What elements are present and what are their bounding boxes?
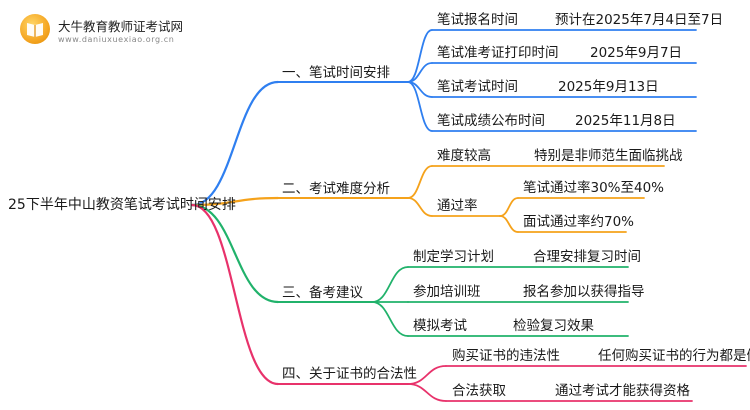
b3-item-3-value: 检验复习效果: [513, 318, 594, 334]
b2-sub-2-connector: [499, 215, 519, 233]
b4-item-2-value: 通过考试才能获得资格: [555, 383, 690, 399]
b3-item-3-label: 模拟考试: [413, 318, 467, 334]
branch-2-title: 二、考试难度分析: [282, 181, 390, 197]
root-to-branch-4-connector: [190, 203, 280, 386]
b1-child-4-connector: [407, 81, 433, 132]
site-logo: 大牛教育教师证考试网 www.daniuxuexiao.org.cn: [20, 10, 210, 50]
b1-item-2-label: 笔试准考证打印时间: [437, 45, 559, 61]
b1-item-4-value: 2025年11月8日: [575, 113, 676, 129]
b2-item-2-value-2: 面试通过率约70%: [523, 214, 635, 230]
b3-child-3-connector: [371, 301, 409, 337]
root-to-branch-2-connector: [190, 196, 280, 207]
root-to-branch-3-connector: [190, 203, 280, 304]
root-topic: 25下半年中山教资笔试考试时间安排: [8, 197, 236, 213]
b4-child-2-connector: [407, 383, 447, 402]
b1-item-1-label: 笔试报名时间: [437, 12, 518, 28]
b1-item-3-value: 2025年9月13日: [558, 79, 659, 95]
book-icon: [20, 14, 50, 44]
b2-child-1-connector: [407, 165, 433, 199]
b4-item-1-value: 任何购买证书的行为都是假的: [598, 348, 750, 364]
b1-child-1-connector: [407, 29, 433, 83]
root-to-branch-1-connector: [190, 80, 280, 207]
b2-child-2-connector: [407, 197, 433, 217]
b2-item-1-value: 特别是非师范生面临挑战: [534, 148, 683, 164]
b3-item-2-value: 报名参加以获得指导: [523, 284, 645, 300]
branch-3-title: 三、备考建议: [282, 285, 363, 301]
b3-item-1-value: 合理安排复习时间: [533, 249, 641, 265]
b1-item-1-value: 预计在2025年7月4日至7日: [555, 12, 724, 28]
b3-child-1-connector: [371, 266, 409, 303]
branch-4-title: 四、关于证书的合法性: [282, 366, 417, 382]
b2-item-2-value-1: 笔试通过率30%至40%: [523, 180, 665, 196]
b1-item-3-label: 笔试考试时间: [437, 79, 518, 95]
b1-item-2-value: 2025年9月7日: [590, 45, 683, 61]
branch-1-title: 一、笔试时间安排: [282, 65, 390, 81]
b2-item-1-label: 难度较高: [437, 148, 491, 164]
b2-sub-1-connector: [499, 197, 519, 217]
b4-item-2-label: 合法获取: [452, 383, 506, 399]
b3-item-1-label: 制定学习计划: [413, 249, 494, 265]
b4-item-1-label: 购买证书的违法性: [452, 348, 560, 364]
b2-item-2-label: 通过率: [437, 198, 478, 214]
logo-url: www.daniuxuexiao.org.cn: [58, 35, 175, 44]
b3-item-2-label: 参加培训班: [413, 284, 481, 300]
logo-title: 大牛教育教师证考试网: [58, 19, 184, 34]
b1-item-4-label: 笔试成绩公布时间: [437, 113, 545, 129]
